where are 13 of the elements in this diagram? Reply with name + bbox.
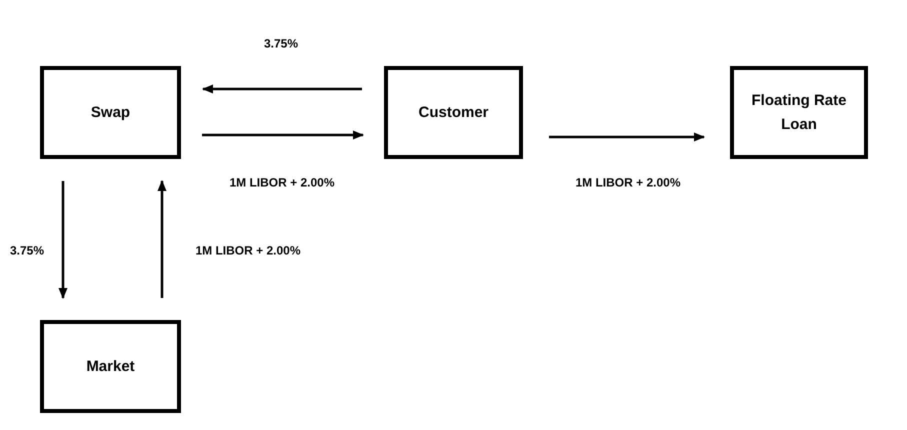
box-label: Floating Rate Loan — [750, 90, 848, 134]
arrow — [202, 84, 362, 94]
arrow — [549, 132, 705, 142]
arrow — [202, 130, 364, 140]
process-box — [384, 66, 523, 159]
arrow — [58, 181, 68, 299]
process-box — [40, 66, 181, 159]
box-label: Swap — [90, 102, 130, 122]
box-label: Customer — [418, 102, 488, 122]
process-box — [40, 320, 181, 413]
arrow — [158, 180, 166, 298]
process-box — [730, 66, 868, 159]
box-label: Market — [86, 356, 135, 376]
